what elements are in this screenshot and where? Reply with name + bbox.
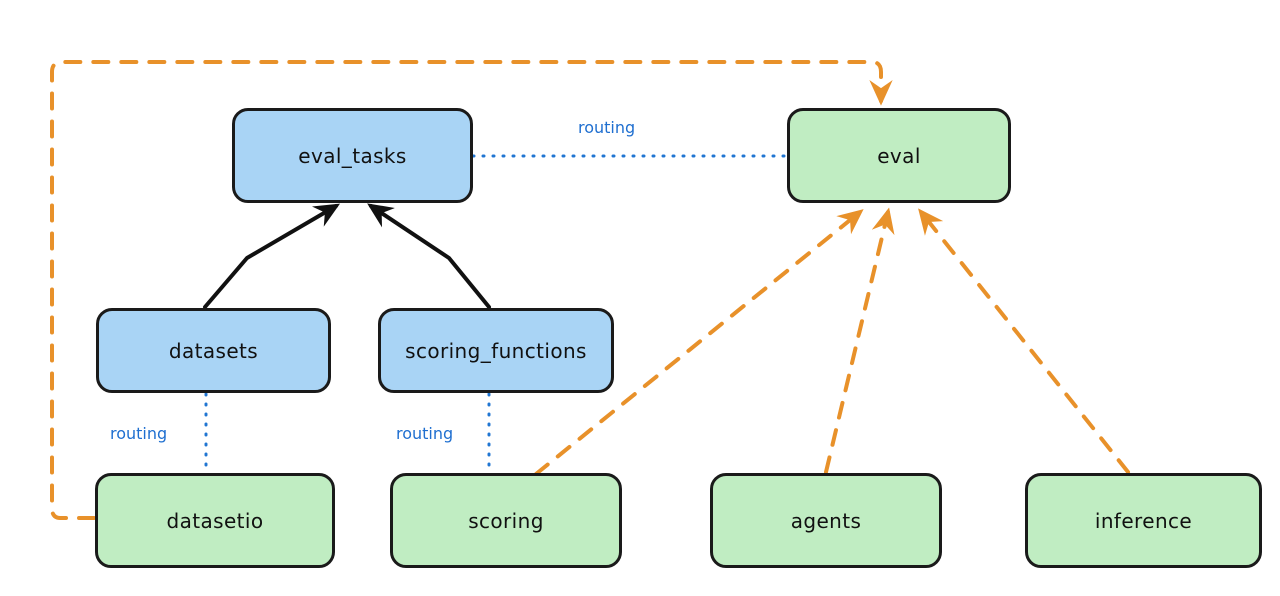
edge-inference-to-eval	[918, 208, 1130, 474]
edge-scoring-to-eval	[534, 209, 864, 476]
node-label: inference	[1094, 508, 1193, 533]
edge-datasetio-to-eval	[50, 60, 893, 520]
node-datasets[interactable]: datasets	[96, 308, 331, 393]
node-eval-tasks[interactable]: eval_tasks	[232, 108, 473, 203]
node-inference[interactable]: inference	[1025, 473, 1262, 568]
node-agents[interactable]: agents	[710, 473, 942, 568]
edge-agents-to-eval	[824, 207, 895, 474]
node-scoring-functions[interactable]: scoring_functions	[378, 308, 614, 393]
node-datasetio[interactable]: datasetio	[95, 473, 335, 568]
node-label: eval	[877, 143, 921, 168]
edge-label-routing-scoring: routing	[396, 424, 454, 443]
node-label: scoring_functions	[405, 338, 587, 363]
node-label: datasetio	[166, 508, 264, 533]
edge-datasets-to-eval_tasks	[203, 203, 341, 309]
node-eval[interactable]: eval	[787, 108, 1011, 203]
node-label: scoring	[468, 508, 544, 533]
node-label: eval_tasks	[298, 143, 407, 168]
edge-label-routing-datasets: routing	[110, 424, 168, 443]
node-label: agents	[790, 508, 862, 533]
edge-label-routing-eval: routing	[578, 118, 636, 137]
node-scoring[interactable]: scoring	[390, 473, 622, 568]
edge-scoring_functions-to-eval_tasks	[367, 203, 491, 309]
node-label: datasets	[168, 338, 259, 363]
